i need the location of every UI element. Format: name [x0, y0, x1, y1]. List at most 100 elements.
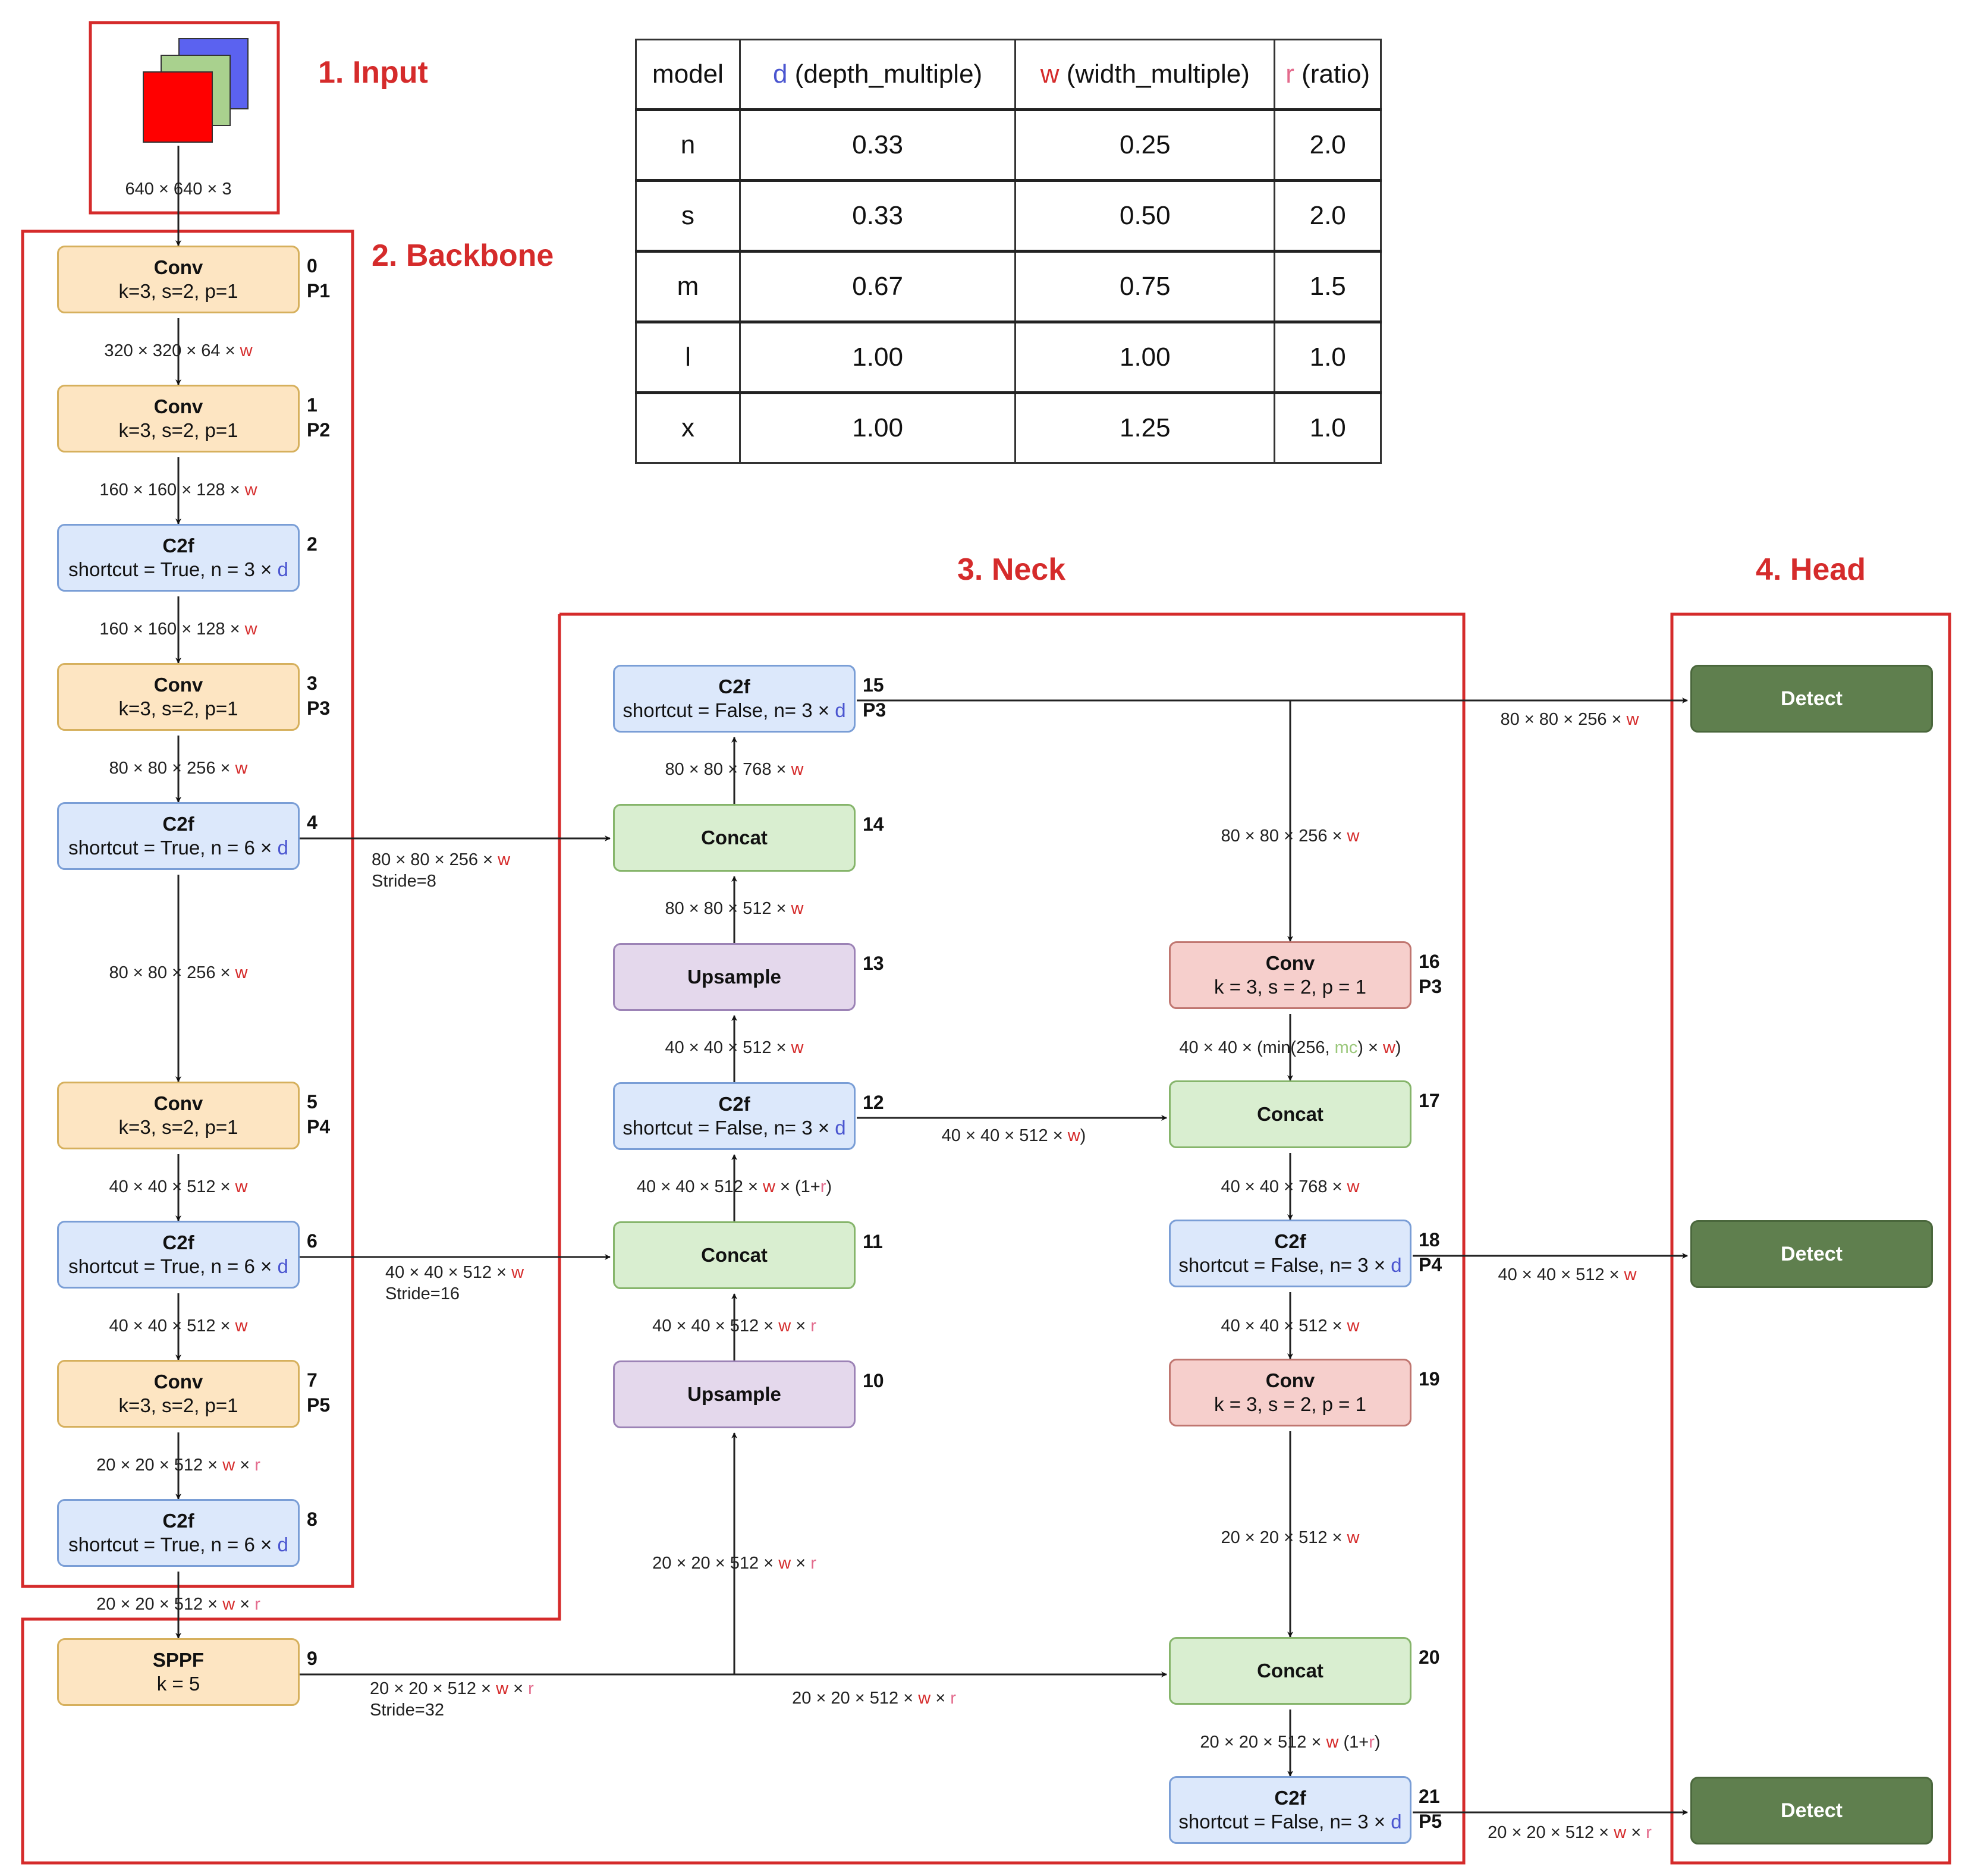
tensor-shape-label: 80 × 80 × 256 × w — [1221, 825, 1359, 847]
tensor-shape-text: 160 × 160 × 128 × w — [99, 480, 257, 499]
shape-fragment: ) — [1395, 1038, 1401, 1057]
shape-fragment: × — [235, 1456, 255, 1475]
layer-number: 21 — [1419, 1786, 1440, 1807]
detect-block-d2[interactable]: Detect — [1690, 1220, 1933, 1288]
tensor-shape-label: 40 × 40 × (min(256, mc) × w) — [1179, 1037, 1401, 1058]
tensor-shape-text: 40 × 40 × 512 × w) — [942, 1126, 1086, 1145]
layer-number: 13 — [863, 953, 884, 974]
tensor-shape-text: 20 × 20 × 512 × w × r — [652, 1554, 816, 1573]
layer-index: 12 — [863, 1091, 884, 1115]
block-title: Detect — [1781, 1799, 1843, 1822]
block-params: shortcut = False, n= 3 × d — [1178, 1253, 1401, 1277]
depth-symbol: d — [1391, 1254, 1402, 1276]
shape-fragment: 80 × 80 × 512 × — [665, 899, 791, 918]
block-params: shortcut = True, n = 3 × d — [68, 558, 288, 582]
layer-number: 19 — [1419, 1368, 1440, 1390]
shape-fragment: 80 × 80 × 256 × — [109, 963, 235, 982]
shape-fragment: 640 × 640 × 3 — [125, 180, 232, 199]
tensor-shape-label: 40 × 40 × 512 × w × (1+r) — [637, 1176, 832, 1198]
tensor-shape-label: 40 × 40 × 512 × w × r — [652, 1315, 816, 1337]
table-header-symbol: d — [773, 59, 788, 89]
block-params: shortcut = False, n= 3 × d — [623, 1116, 845, 1140]
tensor-shape-label: 20 × 20 × 512 × w × r — [792, 1688, 956, 1709]
tensor-shape-text: 20 × 20 × 512 × w × r — [370, 1679, 534, 1698]
tensor-shape-label: 20 × 20 × 512 × w (1+r) — [1200, 1732, 1380, 1753]
layer-number: 0 — [307, 255, 317, 276]
layer-number: 8 — [307, 1509, 317, 1530]
layer-index: 20 — [1419, 1645, 1440, 1670]
layer-index: 8 — [307, 1507, 317, 1532]
table-cell: l — [635, 320, 741, 394]
shape-fragment: 40 × 40 × (min(256, — [1179, 1038, 1335, 1057]
block-param-text: shortcut = True, n = 6 × — [68, 837, 278, 859]
symbol-r: r — [950, 1689, 956, 1708]
tensor-shape-label: 40 × 40 × 512 × w — [1221, 1315, 1359, 1337]
tensor-shape-label: 320 × 320 × 64 × w — [104, 340, 252, 362]
tensor-shape-label: 20 × 20 × 512 × w × r — [652, 1553, 816, 1574]
shape-fragment: 160 × 160 × 128 × — [99, 620, 245, 639]
layer-block-10[interactable]: Upsample — [613, 1360, 856, 1428]
layer-block-17[interactable]: Concat — [1169, 1080, 1411, 1148]
layer-number: 3 — [307, 673, 317, 694]
layer-index: 19 — [1419, 1367, 1440, 1392]
detect-block-d3[interactable]: Detect — [1690, 1777, 1933, 1844]
pyramid-level-tag: P3 — [1419, 975, 1442, 997]
depth-symbol: d — [277, 558, 288, 580]
block-params: k=3, s=2, p=1 — [119, 279, 238, 303]
detect-block-d1[interactable]: Detect — [1690, 665, 1933, 733]
tensor-shape-text: 80 × 80 × 256 × w — [1500, 710, 1639, 729]
shape-fragment: 40 × 40 × 512 × — [1498, 1265, 1624, 1284]
shape-fragment: 20 × 20 × 512 × — [370, 1679, 496, 1698]
table-cell: n — [635, 108, 741, 181]
layer-block-11[interactable]: Concat — [613, 1221, 856, 1289]
tensor-shape-text: 40 × 40 × 512 × w — [109, 1316, 247, 1335]
shape-fragment: × — [508, 1679, 529, 1698]
stride-label: Stride=32 — [370, 1701, 444, 1720]
block-title: C2f — [162, 535, 194, 557]
layer-index: 11 — [863, 1230, 883, 1255]
shape-fragment: 20 × 20 × 512 × — [1488, 1823, 1614, 1842]
layer-block-20[interactable]: Concat — [1169, 1637, 1411, 1705]
shape-fragment: 40 × 40 × 512 × — [109, 1177, 235, 1196]
block-param-text: shortcut = False, n= 3 × — [1178, 1254, 1391, 1276]
tensor-shape-text: 20 × 20 × 512 × w — [1221, 1528, 1359, 1547]
depth-symbol: d — [835, 699, 846, 721]
symbol-r: r — [528, 1679, 534, 1698]
table-cell: 2.0 — [1274, 179, 1382, 252]
tensor-shape-label: 40 × 40 × 512 × w — [1498, 1264, 1636, 1286]
layer-index: 13 — [863, 951, 884, 976]
symbol-r: r — [1369, 1733, 1375, 1752]
layer-index: 4 — [307, 810, 317, 835]
layer-block-14[interactable]: Concat — [613, 804, 856, 872]
symbol-w: w — [240, 341, 253, 360]
shape-fragment: 80 × 80 × 256 × — [1221, 827, 1347, 846]
shape-fragment: 20 × 20 × 512 × — [1221, 1528, 1347, 1547]
symbol-w: w — [222, 1456, 235, 1475]
symbol-w: w — [235, 1177, 248, 1196]
shape-fragment: 80 × 80 × 256 × — [109, 759, 235, 778]
shape-fragment: 40 × 40 × 512 × — [652, 1316, 779, 1335]
layer-block-13[interactable]: Upsample — [613, 943, 856, 1011]
block-title: Conv — [153, 256, 203, 279]
table-cell: s — [635, 179, 741, 252]
pyramid-level-tag: P2 — [307, 419, 331, 441]
